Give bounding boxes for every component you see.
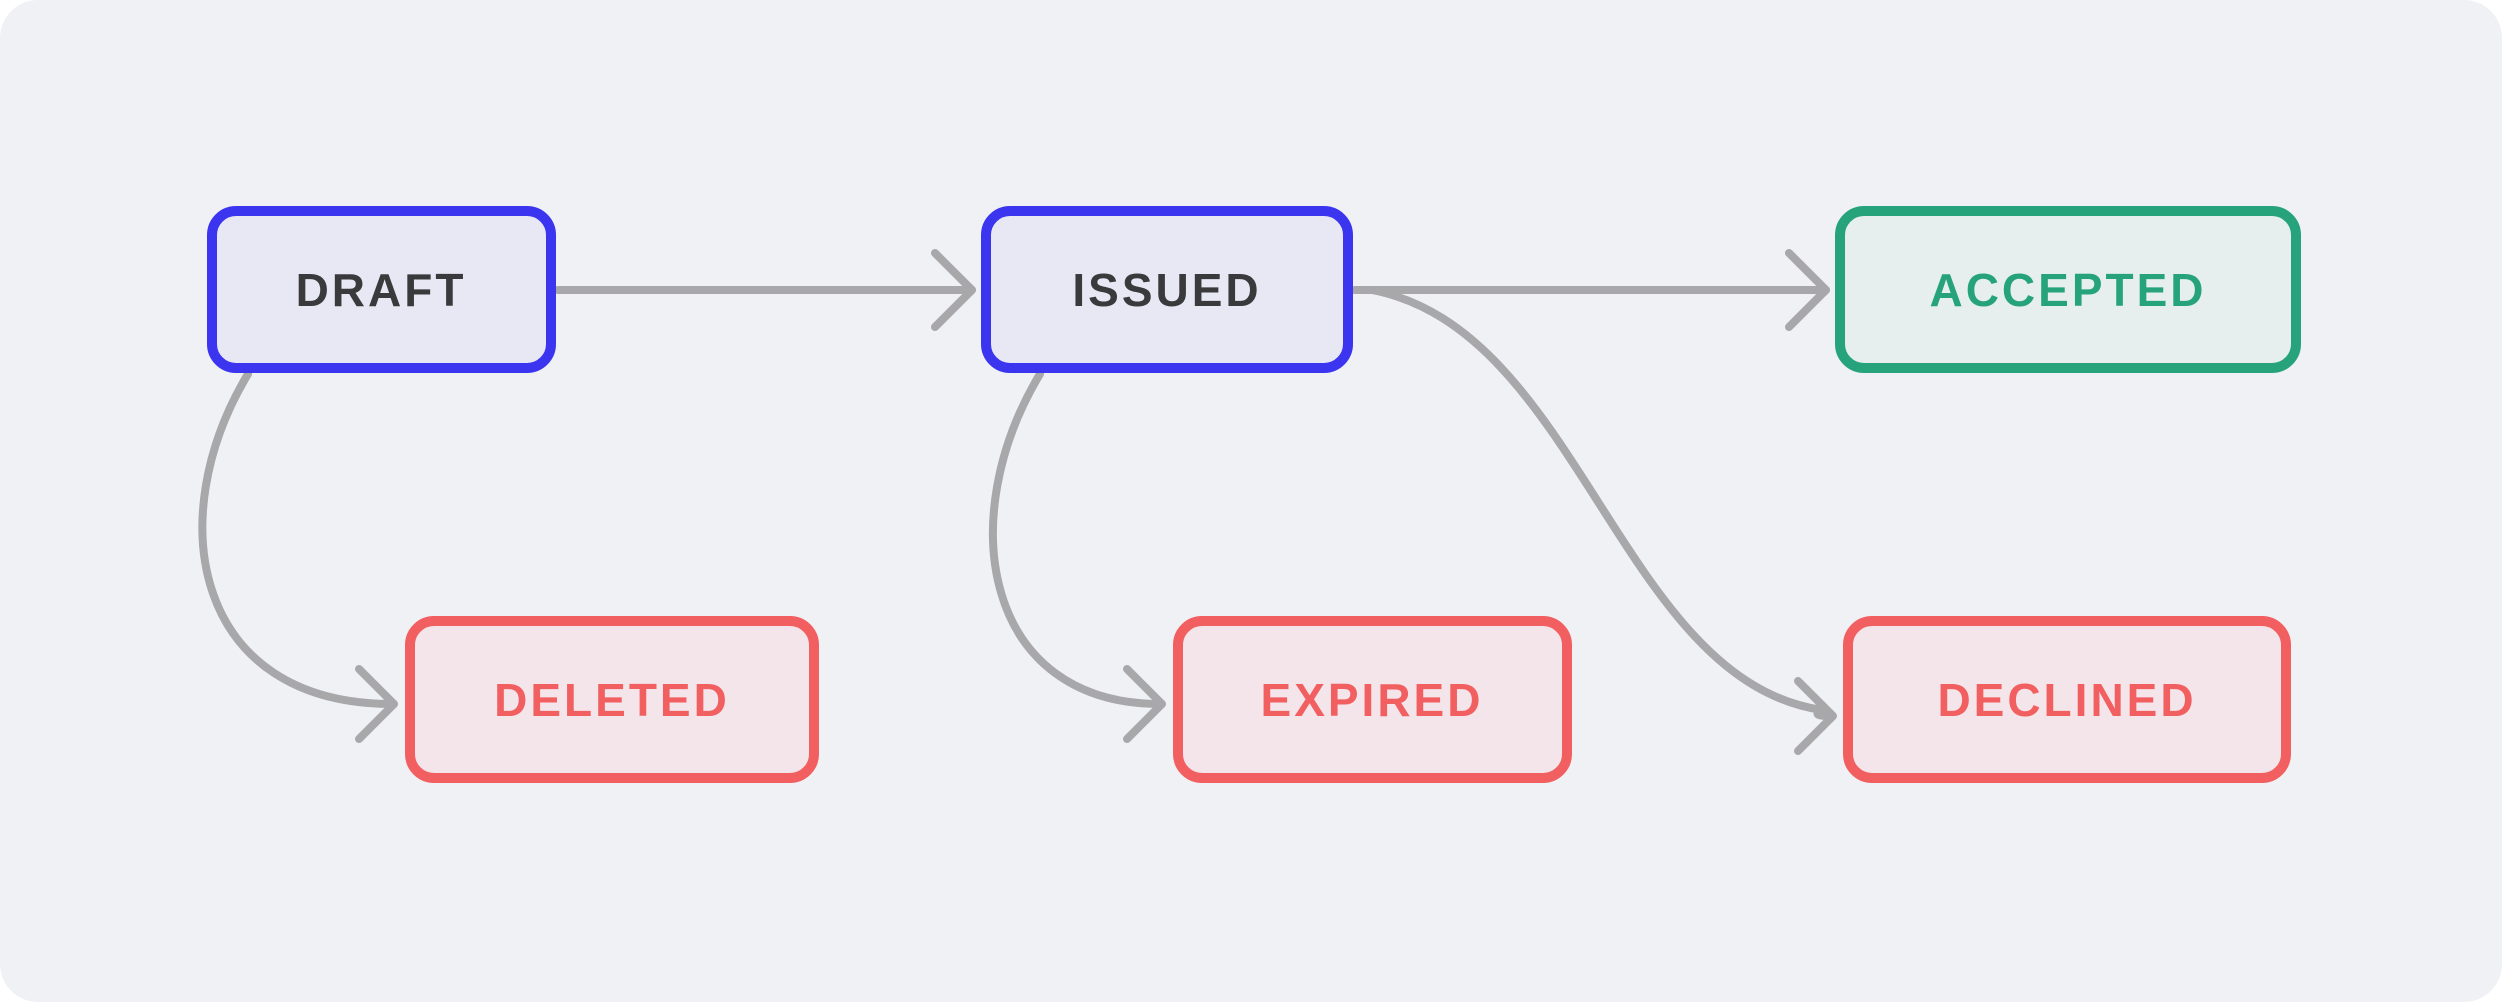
state-deleted[interactable]: DELETED [405, 616, 819, 783]
state-expired-box [1173, 616, 1572, 783]
state-issued[interactable]: ISSUED [981, 206, 1353, 373]
transition-edges [198, 249, 1837, 755]
state-accepted[interactable]: ACCEPTED [1835, 206, 2301, 373]
state-draft-label: DRAFT [296, 264, 467, 316]
edge-issued-to-expired [989, 370, 1166, 743]
edge-issued-to-accepted [1351, 249, 1830, 331]
state-draft-box [207, 206, 556, 373]
state-issued-box [981, 206, 1353, 373]
state-declined-box [1843, 616, 2291, 783]
state-deleted-box [405, 616, 819, 783]
state-accepted-box [1835, 206, 2301, 373]
edge-draft-to-issued [554, 249, 976, 331]
state-declined-label: DECLINED [1937, 674, 2196, 726]
state-accepted-label: ACCEPTED [1929, 264, 2206, 316]
edge-issued-to-declined [1351, 286, 1837, 755]
state-expired-label: EXPIRED [1261, 674, 1484, 726]
state-draft[interactable]: DRAFT [207, 206, 556, 373]
edge-draft-to-deleted [198, 370, 398, 743]
state-declined[interactable]: DECLINED [1843, 616, 2291, 783]
state-expired[interactable]: EXPIRED [1173, 616, 1572, 783]
state-deleted-label: DELETED [494, 674, 730, 726]
state-issued-label: ISSUED [1072, 264, 1261, 316]
